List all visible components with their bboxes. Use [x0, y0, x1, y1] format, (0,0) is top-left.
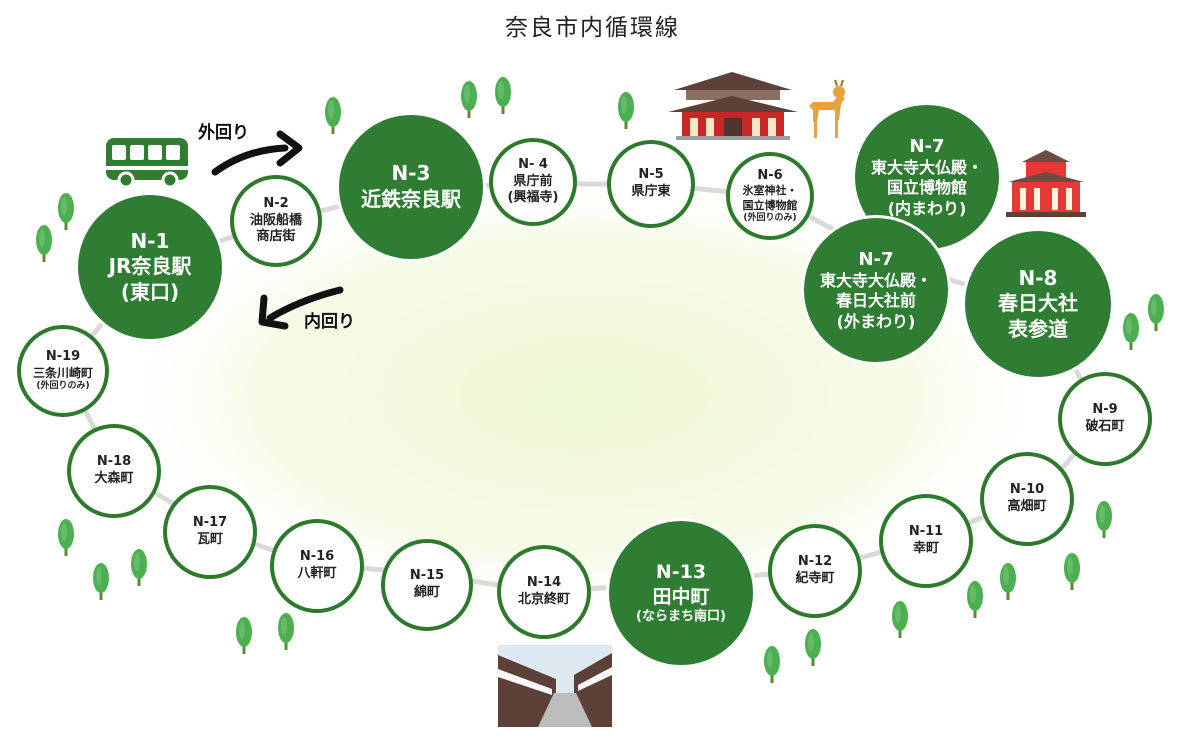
inner-arrow-head-icon: [258, 294, 289, 330]
stop-name: 油阪船橋: [249, 212, 302, 228]
inner-direction-label: 内回り: [304, 312, 355, 332]
stop-code: N-18: [96, 454, 132, 470]
stop-n7-outer[interactable]: N-7 東大寺大仏殿・ 春日大社前 (外まわり): [801, 215, 951, 365]
stop-code: N- 4: [518, 157, 548, 173]
stop-note: (外回りのみ): [36, 381, 90, 392]
outer-arrow-head-icon: [276, 130, 303, 167]
deer-icon: [809, 79, 845, 138]
stop-n3[interactable]: N-3 近鉄奈良駅: [336, 112, 486, 262]
outer-direction-label: 外回り: [198, 123, 249, 143]
stop-code: N-1: [130, 228, 170, 253]
stop-code: N-9: [1092, 402, 1118, 418]
stop-code: N-14: [526, 575, 562, 591]
stop-name: 破石町: [1085, 419, 1125, 434]
stop-code: N-15: [409, 568, 445, 584]
stop-code: N-5: [638, 167, 664, 183]
stop-code: N-12: [797, 554, 833, 570]
stop-code: N-16: [299, 549, 335, 565]
stop-name: 春日大社: [998, 291, 1078, 316]
stop-n6[interactable]: N-6 氷室神社・ 国立博物館 (外回りのみ): [726, 152, 814, 240]
stop-code: N-7: [858, 248, 894, 270]
stop-code: N-13: [655, 561, 707, 584]
stop-code: N-19: [45, 349, 81, 365]
stop-name-sub: (ならまち南口): [636, 609, 726, 624]
stop-code: N-8: [1018, 265, 1058, 290]
stop-code: N-17: [192, 515, 228, 531]
stop-name-sub: 国立博物館: [742, 198, 798, 212]
stop-n13[interactable]: N-13 田中町 (ならまち南口): [606, 518, 756, 668]
stop-name: 八軒町: [297, 566, 337, 581]
stop-name: 氷室神社・: [742, 184, 798, 198]
stop-name-sub: 春日大社前: [835, 291, 916, 311]
stop-name: 田中町: [652, 585, 710, 608]
stop-n11[interactable]: N-11 幸町: [879, 494, 973, 588]
bus-icon: [106, 138, 188, 189]
stop-note: (外回りのみ): [743, 212, 797, 223]
stop-name: 瓦町: [196, 532, 223, 547]
stop-n10[interactable]: N-10 高畑町: [980, 452, 1074, 546]
stop-name: 北京終町: [517, 592, 570, 607]
stop-name: 県庁東: [631, 184, 671, 199]
stop-name-sub: 表参道: [1008, 316, 1068, 341]
stop-name: 綿町: [413, 585, 440, 600]
stop-n19[interactable]: N-19 三条川崎町 (外回りのみ): [17, 325, 109, 417]
inner-arrow-icon: [266, 286, 344, 322]
stop-n2[interactable]: N-2 油阪船橋 商店街: [230, 175, 322, 267]
stop-n17[interactable]: N-17 瓦町: [163, 485, 257, 579]
stop-name: 高畑町: [1007, 499, 1047, 514]
stop-name: 東大寺大仏殿・: [819, 270, 932, 290]
stop-n18[interactable]: N-18 大森町: [67, 424, 161, 518]
stop-name: 幸町: [912, 541, 939, 556]
stop-code: N-10: [1009, 482, 1045, 498]
stop-n5[interactable]: N-5 県庁東: [607, 140, 695, 228]
page-title: 奈良市内循環線: [505, 15, 680, 41]
stop-code: N-7: [909, 135, 945, 157]
townhouse-street-icon: [498, 645, 612, 727]
stop-n15[interactable]: N-15 綿町: [381, 539, 473, 631]
shrine-icon: [1006, 150, 1086, 217]
stop-name-sub: 国立博物館: [886, 178, 967, 198]
stop-name-sub2: (外まわり): [836, 311, 916, 331]
stop-name-sub: (東口): [120, 279, 180, 304]
stop-n16[interactable]: N-16 八軒町: [270, 519, 364, 613]
outer-arrow-icon: [211, 144, 289, 176]
stop-name-sub: 商店街: [256, 229, 296, 245]
stop-n8[interactable]: N-8 春日大社 表参道: [962, 228, 1114, 380]
temple-icon: [668, 72, 798, 140]
stop-code: N-3: [391, 161, 431, 186]
stop-n4[interactable]: N- 4 県庁前 (興福寺): [489, 138, 577, 226]
stop-name: 大森町: [94, 471, 134, 486]
stop-name: 紀寺町: [795, 571, 835, 586]
stop-name: 三条川崎町: [32, 365, 93, 380]
stop-name: 近鉄奈良駅: [361, 187, 461, 211]
stop-name: 東大寺大仏殿・: [870, 157, 983, 177]
stop-n9[interactable]: N-9 破石町: [1058, 372, 1152, 466]
stop-name: 県庁前: [513, 173, 553, 189]
stop-name-sub2: (内まわり): [887, 198, 967, 218]
stop-n1[interactable]: N-1 JR奈良駅 (東口): [75, 192, 225, 342]
stop-n14[interactable]: N-14 北京終町: [497, 545, 591, 639]
stop-name-sub: (興福寺): [507, 190, 559, 206]
stop-name: JR奈良駅: [108, 254, 192, 279]
stop-n12[interactable]: N-12 紀寺町: [768, 524, 862, 618]
stop-code: N-11: [908, 524, 944, 540]
stop-code: N-2: [263, 196, 289, 212]
stop-code: N-6: [757, 167, 783, 183]
